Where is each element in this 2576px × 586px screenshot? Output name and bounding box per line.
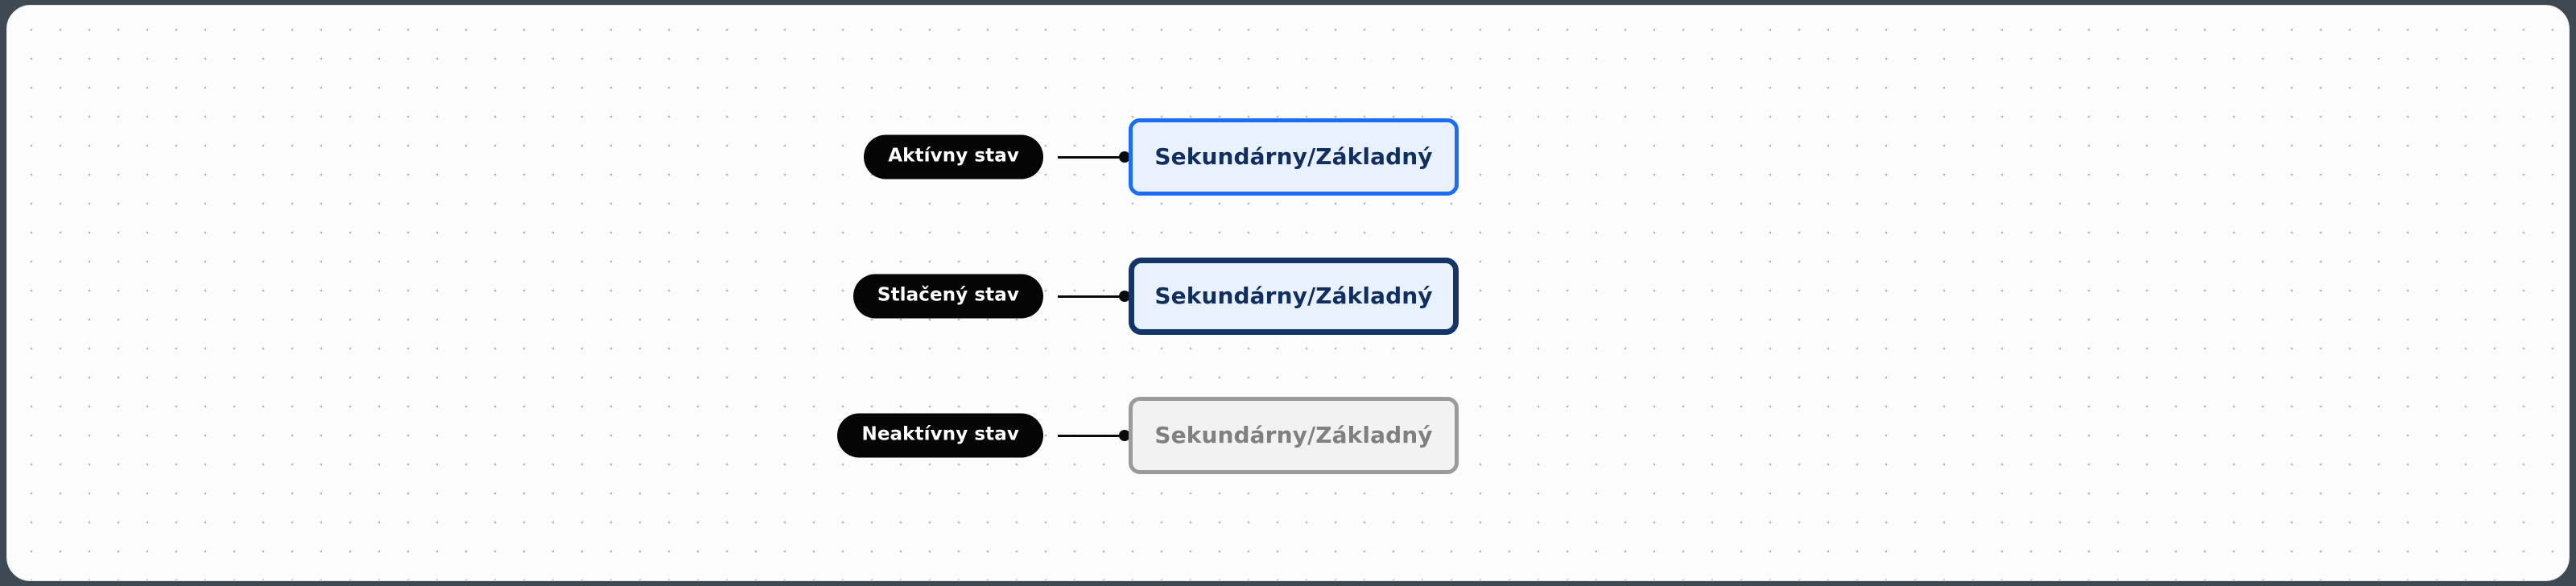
state-label-pill-inactive: Neaktívny stav (837, 413, 1043, 458)
secondary-button-label: Sekundárny/Základný (1154, 422, 1433, 448)
state-label-pill-active: Aktívny stav (864, 134, 1043, 180)
connector-pressed (1058, 291, 1135, 302)
state-row-inactive: Neaktívny stav Sekundárny/Základný (7, 391, 2569, 480)
secondary-button-active[interactable]: Sekundárny/Základný (1129, 118, 1459, 196)
secondary-button-label: Sekundárny/Základný (1154, 283, 1433, 309)
secondary-button-pressed[interactable]: Sekundárny/Základný (1129, 258, 1459, 335)
design-canvas: Aktívny stav Sekundárny/Základný Stlačen… (6, 5, 2570, 581)
state-row-active: Aktívny stav Sekundárny/Základný (7, 113, 2569, 201)
connector-active (1058, 151, 1135, 163)
state-label-pill-pressed: Stlačený stav (852, 274, 1043, 319)
connector-line-icon (1058, 434, 1130, 437)
connector-inactive (1058, 430, 1135, 441)
connector-line-icon (1058, 155, 1130, 159)
secondary-button-inactive: Sekundárny/Základný (1129, 397, 1459, 474)
connector-line-icon (1058, 295, 1130, 298)
state-row-pressed: Stlačený stav Sekundárny/Základný (7, 252, 2569, 340)
secondary-button-label: Sekundárny/Základný (1154, 143, 1433, 170)
